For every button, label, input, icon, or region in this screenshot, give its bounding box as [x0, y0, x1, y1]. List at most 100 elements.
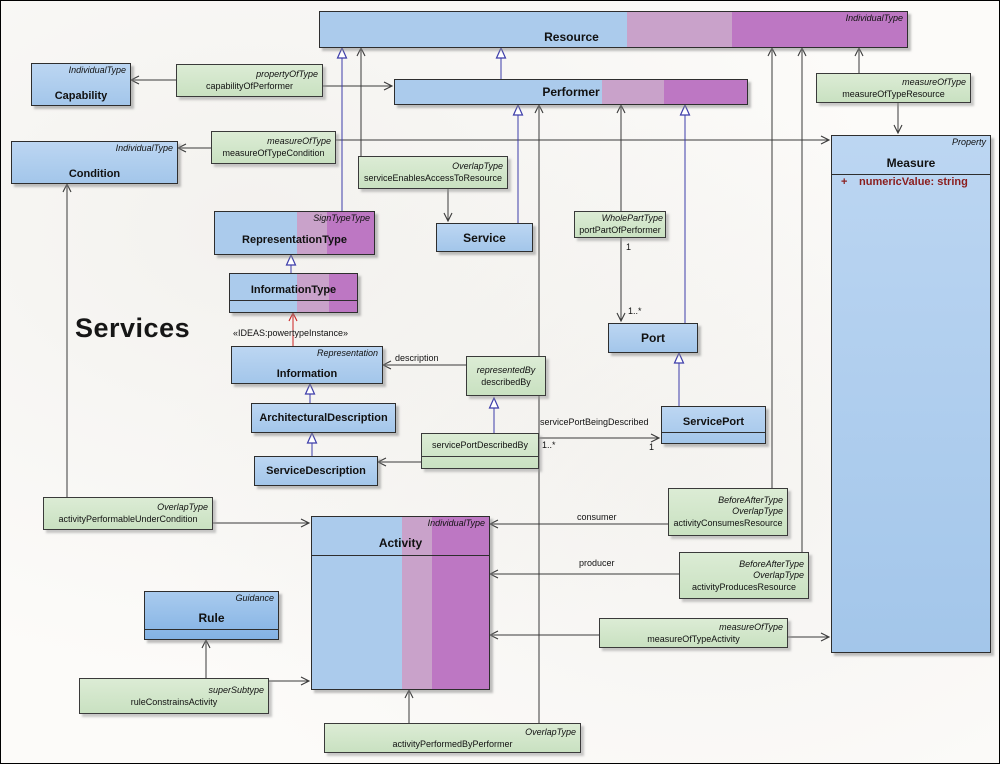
class-header: IndividualType Capability: [32, 64, 130, 105]
relation-stereotype: representedBy: [476, 364, 536, 375]
class-resource[interactable]: IndividualType Resource: [319, 11, 908, 48]
relation-stereotype: WholePartType: [601, 213, 663, 223]
relation-name: portPartOfPerformer: [579, 225, 661, 235]
relation-stereotype: OverlapType: [452, 161, 503, 171]
relation-name: measureOfTypeResource: [842, 88, 945, 99]
class-port[interactable]: Port: [608, 323, 698, 353]
relation-name: measureOfTypeActivity: [647, 633, 740, 644]
relation-activity-produces-resource[interactable]: BeforeAfterType OverlapType activityProd…: [679, 552, 809, 599]
relation-stereotype: BeforeAfterType: [739, 558, 804, 569]
class-header: IndividualType Resource: [320, 12, 907, 47]
class-architectural-description[interactable]: ArchitecturalDescription: [251, 403, 396, 433]
class-name: Service: [463, 230, 506, 245]
relation-name: serviceEnablesAccessToResource: [363, 173, 503, 183]
stereotype-label: IndividualType: [845, 13, 903, 23]
multiplicity-sp-described-target: 1: [649, 442, 655, 452]
class-service[interactable]: Service: [436, 223, 533, 252]
relation-name: activityPerformedByPerformer: [392, 738, 513, 749]
class-name: RepresentationType: [242, 234, 347, 246]
class-name: Capability: [54, 90, 108, 102]
relation-header: servicePortDescribedBy: [422, 434, 538, 457]
relation-activity-performed-by-performer[interactable]: OverlapType activityPerformedByPerformer: [324, 723, 581, 753]
producer-label: producer: [579, 558, 615, 568]
stereotype-label: Guidance: [235, 593, 274, 603]
class-header: Property Measure: [832, 136, 990, 175]
class-activity[interactable]: IndividualType Activity: [311, 516, 490, 690]
generalization-lines: [285, 46, 691, 456]
relation-name: measureOfTypeCondition: [222, 148, 325, 158]
multiplicity-port-part-lower: 1..*: [628, 306, 642, 316]
class-header: InformationType: [230, 274, 357, 301]
relation-name: ruleConstrainsActivity: [130, 696, 218, 707]
relation-stereotype: measureOfType: [902, 76, 966, 87]
class-name: ArchitecturalDescription: [259, 412, 388, 424]
relation-body: [422, 457, 538, 468]
relation-service-enables-access-to-resource[interactable]: OverlapType serviceEnablesAccessToResour…: [358, 156, 508, 189]
stereotype-label: IndividualType: [427, 518, 485, 528]
relation-name: activityProducesResource: [691, 581, 797, 592]
association-lines: [62, 46, 903, 723]
class-name: Resource: [544, 30, 599, 44]
class-service-description[interactable]: ServiceDescription: [254, 456, 378, 486]
class-name: ServicePort: [682, 416, 745, 428]
stereotype-label: Representation: [316, 348, 378, 358]
class-name: Rule: [198, 611, 225, 625]
class-information-type[interactable]: InformationType: [229, 273, 358, 313]
attribute-text: numericValue: string: [859, 176, 968, 188]
class-header: Performer: [395, 80, 747, 104]
relation-service-port-described-by[interactable]: servicePortDescribedBy: [421, 433, 539, 469]
relation-activity-performable-under-condition[interactable]: OverlapType activityPerformableUnderCond…: [43, 497, 213, 530]
relation-stereotype: BeforeAfterType: [718, 495, 783, 505]
multiplicity-port-part-upper: 1: [626, 242, 632, 252]
class-header: ServicePort: [662, 407, 765, 433]
class-name: Performer: [542, 85, 600, 99]
relation-measure-of-type-resource[interactable]: measureOfType measureOfTypeResource: [816, 73, 971, 103]
relation-name: servicePortDescribedBy: [431, 440, 529, 450]
class-header: ServiceDescription: [255, 457, 377, 485]
class-representation-type[interactable]: SignTypeType RepresentationType: [214, 211, 375, 255]
relation-measure-of-type-condition[interactable]: measureOfType measureOfTypeCondition: [211, 131, 336, 164]
class-measure[interactable]: Property Measure + numericValue: string: [831, 135, 991, 653]
class-name: Port: [641, 331, 665, 345]
relation-stereotype: propertyOfType: [256, 69, 318, 79]
stereotype-label: IndividualType: [68, 65, 126, 75]
class-name: Condition: [68, 168, 121, 180]
stereotype-label: Property: [951, 137, 986, 147]
description-label: description: [395, 353, 439, 363]
class-name: Information: [276, 368, 338, 380]
relation-measure-of-type-activity[interactable]: measureOfType measureOfTypeActivity: [599, 618, 788, 648]
relation-name: capabilityOfPerformer: [205, 81, 294, 91]
class-header: IndividualType Condition: [12, 142, 177, 183]
relation-activity-consumes-resource[interactable]: BeforeAfterType OverlapType activityCons…: [668, 488, 788, 536]
relation-name: describedBy: [481, 376, 531, 387]
class-performer[interactable]: Performer: [394, 79, 748, 105]
relation-stereotype: measureOfType: [267, 136, 331, 146]
relation-stereotype: measureOfType: [719, 621, 783, 632]
diagram-title: Services: [75, 313, 191, 343]
powertype-instance-label: «IDEAS:powertypeInstance»: [233, 328, 349, 338]
class-information[interactable]: Representation Information: [231, 346, 383, 384]
relation-rule-constrains-activity[interactable]: superSubtype ruleConstrainsActivity: [79, 678, 269, 714]
relation-capability-of-performer[interactable]: propertyOfType capabilityOfPerformer: [176, 64, 323, 97]
class-rule[interactable]: Guidance Rule: [144, 591, 279, 640]
relation-stereotype: superSubtype: [208, 684, 264, 695]
class-capability[interactable]: IndividualType Capability: [31, 63, 131, 106]
service-port-being-described-label: servicePortBeingDescribed: [540, 417, 649, 427]
class-service-port[interactable]: ServicePort: [661, 406, 766, 444]
relation-described-by[interactable]: representedBy describedBy: [466, 356, 546, 396]
class-header: Service: [437, 224, 532, 251]
multiplicity-sp-described-source: 1..*: [542, 440, 556, 450]
class-header: Guidance Rule: [145, 592, 278, 630]
relation-stereotype: OverlapType: [753, 569, 804, 580]
stereotype-label: SignTypeType: [313, 213, 370, 223]
relation-port-part-of-performer[interactable]: WholePartType portPartOfPerformer: [574, 211, 666, 238]
class-condition[interactable]: IndividualType Condition: [11, 141, 178, 184]
consumer-label: consumer: [577, 512, 617, 522]
class-name: InformationType: [250, 284, 337, 296]
class-header: IndividualType Activity: [312, 517, 489, 556]
class-header: Representation Information: [232, 347, 382, 383]
relation-stereotype: OverlapType: [732, 506, 783, 516]
class-header: SignTypeType RepresentationType: [215, 212, 374, 254]
